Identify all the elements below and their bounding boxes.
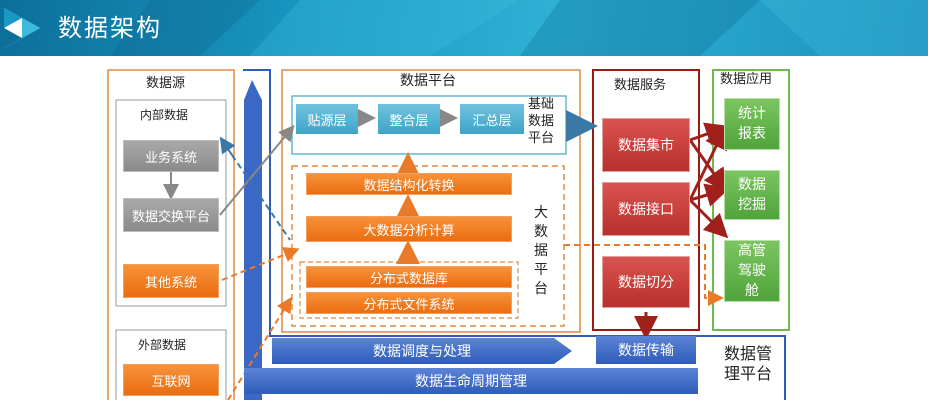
header-banner: 数据架构: [0, 0, 928, 56]
exchange-platform-box: 数据交换平台: [123, 198, 219, 232]
data-mart-box: 数据集市: [602, 118, 690, 172]
data-split-box: 数据切分: [602, 256, 690, 308]
mining-box: 数据挖掘: [724, 170, 780, 220]
big-data-platform-label: 大数据平台: [534, 205, 548, 297]
internet-box: 互联网: [123, 364, 219, 396]
play-logo-icon: [4, 8, 40, 48]
data-interface-box: 数据接口: [602, 182, 690, 236]
lifecycle-bar: 数据生命周期管理: [244, 368, 698, 394]
analysis-box: 大数据分析计算: [306, 216, 512, 242]
section-label-platform: 数据平台: [400, 73, 456, 89]
layer-source: 贴源层: [296, 104, 358, 134]
scheduling-bar: 数据调度与处理: [272, 338, 572, 364]
basic-platform-label: 基础数据平台: [528, 97, 555, 146]
internal-data-label: 内部数据: [140, 108, 189, 122]
section-label-application: 数据应用: [720, 72, 773, 87]
section-label-source: 数据源: [146, 76, 186, 91]
management-platform-label: 数据管理平台: [724, 344, 773, 383]
report-box: 统计报表: [724, 98, 780, 150]
header-decoration: [110, 0, 928, 56]
layer-integration: 整合层: [378, 104, 440, 134]
distributed-fs-box: 分布式文件系统: [306, 292, 512, 314]
distributed-db-box: 分布式数据库: [306, 266, 512, 288]
section-label-service: 数据服务: [614, 78, 667, 93]
page-title: 数据架构: [58, 14, 162, 42]
external-data-label: 外部数据: [138, 338, 187, 352]
cockpit-box: 高管驾驶舱: [724, 240, 780, 302]
other-system-box: 其他系统: [123, 264, 219, 298]
business-system-box: 业务系统: [123, 140, 219, 172]
transfer-bar: 数据传输: [596, 336, 696, 364]
structuring-box: 数据结构化转换: [306, 173, 512, 195]
layer-summary: 汇总层: [460, 104, 524, 134]
